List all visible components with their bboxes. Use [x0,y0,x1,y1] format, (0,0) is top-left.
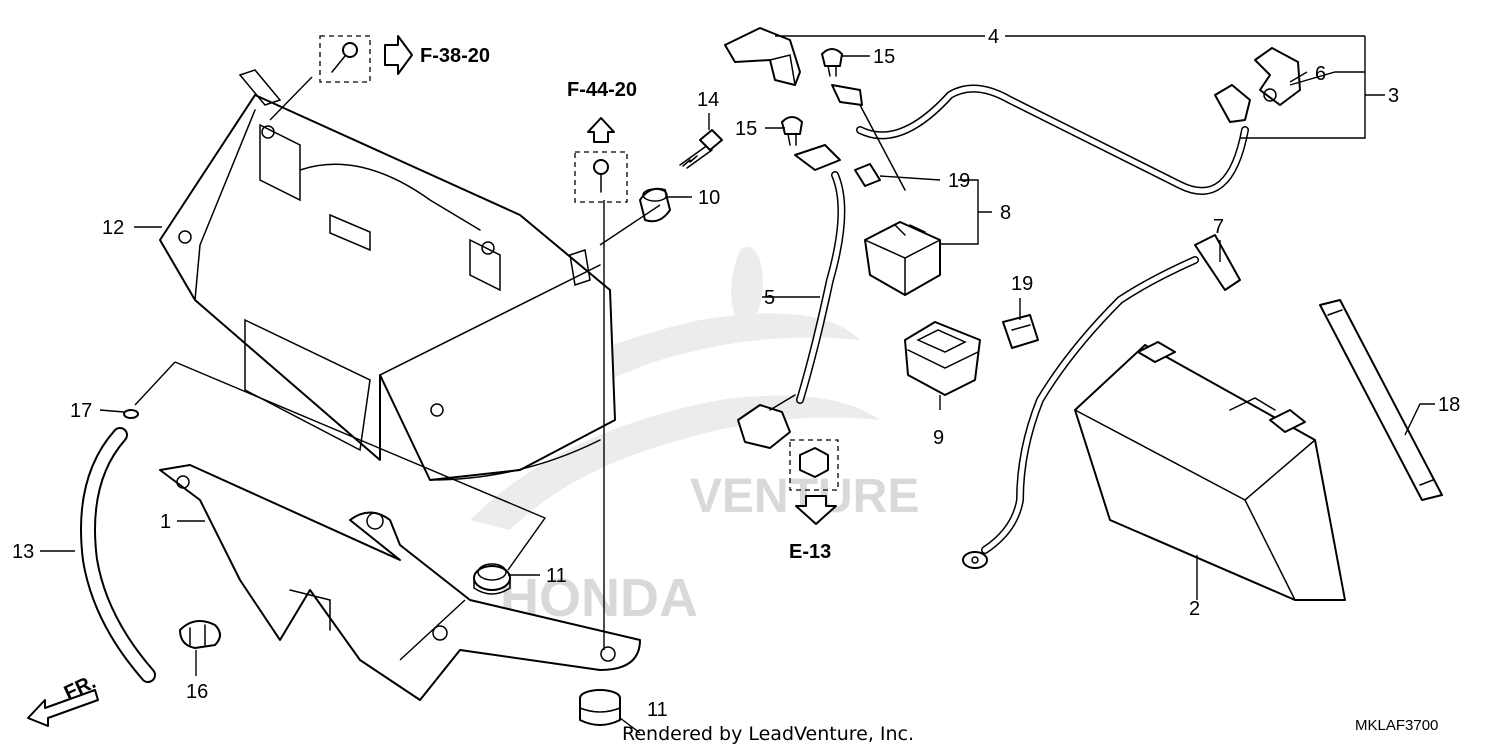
callout-19-lower: 19 [1011,273,1033,295]
callout-9: 9 [933,427,944,449]
callout-12: 12 [102,217,124,239]
ref-nut-e13 [789,439,839,525]
callout-16: 16 [186,681,208,703]
callout-18: 18 [1438,394,1460,416]
clip-17 [123,409,139,419]
callout-6: 6 [1315,63,1326,85]
ref-bolt-f3820 [319,35,413,83]
lower-bracket [159,464,641,701]
fuse-19-lower [1002,314,1039,349]
starter-relay-8 [864,221,941,296]
callout-5: 5 [764,287,775,309]
footer-credit: Rendered by LeadVenture, Inc. [622,723,914,745]
bolt-15-upper [821,48,843,77]
battery-box [159,69,616,481]
reference-e13: E-13 [789,541,831,563]
rubber-mount-upper [473,563,511,595]
battery-2 [1074,341,1346,601]
negative-cable-7 [962,234,1241,569]
clamp-16 [179,620,221,649]
diagram-code: MKLAF3700 [1355,717,1438,734]
terminal-cover-6 [1254,47,1301,106]
bolt-15-lower [781,116,803,146]
callout-8: 8 [1000,202,1011,224]
callout-19-upper: 19 [948,170,970,192]
ref-screw-f4420 [574,117,628,203]
callout-2: 2 [1189,598,1200,620]
rubber-mount-lower [579,689,621,726]
callout-7: 7 [1213,216,1224,238]
cable-5 [737,144,846,449]
callout-13: 13 [12,541,34,563]
callout-11-upper: 11 [546,565,567,587]
battery-strap-18 [1319,299,1443,501]
callout-4: 4 [988,26,999,48]
callout-1: 1 [160,511,171,533]
front-direction-arrow: FR. [27,671,99,727]
fuse-19-upper [854,163,881,187]
callout-15-lower: 15 [735,118,757,140]
terminal-cover-4 [724,27,801,86]
callout-11-lower: 11 [647,699,668,721]
reference-f3820: F-38-20 [420,45,490,67]
collar-10 [639,187,671,223]
relay-cover-9 [904,321,981,396]
callout-10: 10 [698,187,720,209]
callout-14: 14 [697,89,719,111]
reference-f4420: F-44-20 [567,79,637,101]
breather-tube [80,427,156,683]
battery-cable-3 [831,84,1251,195]
callout-15-upper: 15 [873,46,895,68]
leader-lines [40,35,1435,734]
callout-17: 17 [70,400,92,422]
callout-3: 3 [1388,85,1399,107]
bolt-14 [679,129,723,169]
